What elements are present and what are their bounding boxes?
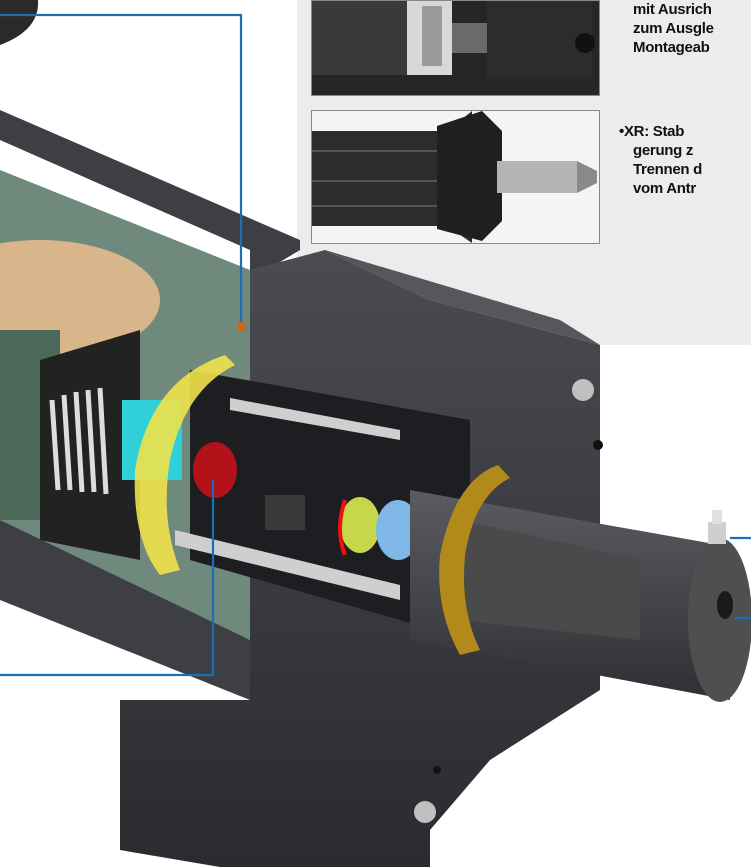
feature-text-2-line: XR: Stab <box>623 123 685 140</box>
guide-rail <box>230 398 400 440</box>
sensor-block <box>265 495 305 530</box>
feature-text-2: •XR: Stab gerung z Trennen d vom Antr <box>619 122 702 198</box>
bolt-head <box>572 379 594 401</box>
red-oring <box>338 499 347 556</box>
blue-part <box>376 500 420 560</box>
marker-dot <box>238 322 246 332</box>
barrel-bottom <box>0 520 250 700</box>
cylinder-edge <box>0 0 39 45</box>
housing-top-face <box>325 250 600 345</box>
leader-line-bottom <box>0 480 215 677</box>
feature-text-2-line: Trennen d <box>633 161 702 178</box>
feature-text-1-line: mit Ausrich <box>633 1 712 18</box>
foam-liner <box>460 520 640 640</box>
feature-text-1-line: Montageab <box>633 39 710 56</box>
yellow-seal-ring <box>134 355 235 575</box>
motor-winding <box>0 240 160 360</box>
bolt-head <box>414 801 436 823</box>
green-part <box>340 497 380 553</box>
rod-photo <box>312 111 599 243</box>
thumbnail-alignment-coupler <box>311 0 600 96</box>
bullet-icon: • <box>619 123 624 140</box>
thumbnail-xr-rod <box>311 110 600 244</box>
gold-ring <box>439 465 510 655</box>
bolt-hole <box>433 766 441 774</box>
coupler-photo <box>312 1 599 95</box>
feature-text-2-line: vom Antr <box>633 180 696 197</box>
red-piston <box>193 442 237 498</box>
rod-end-face <box>688 538 751 702</box>
guide-rail <box>175 530 400 600</box>
feature-text-1-line: zum Ausgle <box>633 20 714 37</box>
feature-text-2-line: gerung z <box>633 142 694 159</box>
leader-line-top <box>0 13 243 325</box>
spring-coils <box>49 387 109 495</box>
grease-fitting-icon <box>708 510 726 544</box>
bolt-hole <box>593 440 603 450</box>
feature-text-1: mit Ausrich zum Ausgle Montageab <box>633 0 714 57</box>
barrel-top <box>0 110 300 280</box>
rod-end-hole <box>717 591 733 619</box>
leader-lines <box>0 13 751 677</box>
